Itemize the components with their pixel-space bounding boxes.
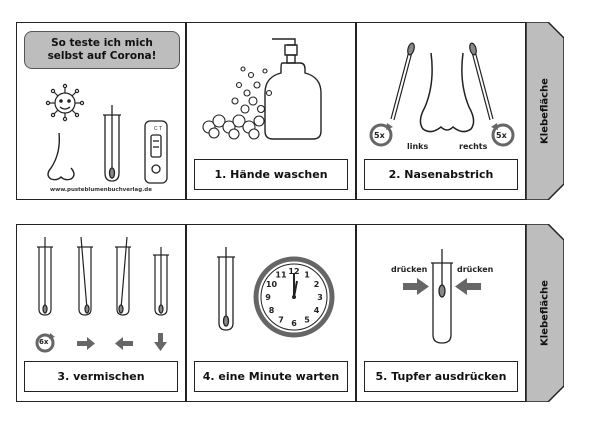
tube-2-icon [77,236,93,316]
test-tube-icon [103,105,121,182]
glue-tab: Klebefläche [526,22,564,200]
panel-mix: 6x 3. vermischen [16,224,186,402]
mix-count: 6x [39,338,49,346]
clock-numeral: 11 [275,270,287,279]
repeat-right-icon [491,123,515,147]
title-box: So teste ich mich selbst auf Corona! [24,31,180,69]
mix-illustration [35,236,169,353]
panel-title: So teste ich mich selbst auf Corona! [16,22,186,200]
website-text: www.pusteblumenbuchverlag.de [50,187,152,193]
clock-numeral: 9 [265,293,271,302]
glue-tab-shape [526,224,564,402]
title-line-1: So teste ich mich [51,37,153,49]
virus-icon [45,83,85,122]
glue-tab: Klebefläche [526,224,564,402]
clock-numeral: 6 [291,319,297,328]
clock-numeral: 10 [266,280,278,289]
glue-tab-label: Klebefläche [539,280,551,346]
bubbles-icon [202,66,273,140]
title-illustration: C T [45,83,168,184]
squeeze-tube-icon [431,249,453,344]
clock-numeral: 4 [314,306,320,315]
title-line-2: selbst auf Corona! [47,50,157,62]
side-label-right: rechts [459,142,488,151]
rotate-icon [35,333,55,353]
press-arrow-left-icon [403,278,429,295]
nose-icon [419,52,475,133]
arrow-down-icon [154,333,167,351]
squeeze-illustration [403,249,481,344]
arrow-left-icon [115,337,133,350]
clock-numeral: 3 [317,293,323,302]
repeat-count-right: 5x [496,131,507,140]
press-label-right: drücken [457,265,494,274]
glue-tab-shape [526,22,564,200]
tube-3-icon [115,236,131,316]
nose-swab-illustration [369,42,515,147]
swab-left-icon [390,42,415,121]
clock-numeral: 1 [304,270,310,279]
arrow-right-icon [77,337,95,350]
nose-icon [47,132,75,181]
clock-numeral: 5 [304,316,310,325]
step-1-label: 1. Hände waschen [194,159,348,190]
step-2-label: 2. Nasenabstrich [364,159,518,190]
tube-1-icon [37,237,53,316]
side-label-left: links [407,142,429,151]
swab-right-icon [469,42,494,121]
soap-illustration [202,38,322,140]
panel-squeeze: drücken drücken 5. Tupfer ausdrücken [356,224,526,402]
soap-dispenser-icon [264,38,322,140]
tube-icon [217,247,235,331]
repeat-left-icon [369,123,393,147]
clock-numeral: 8 [269,306,275,315]
step-5-label: 5. Tupfer ausdrücken [364,361,518,392]
tube-4-icon [153,247,169,316]
press-label-left: drücken [391,265,428,274]
press-arrow-right-icon [455,278,481,295]
test-cassette-icon: C T [144,120,168,184]
panel-nose-swab: 5x 5x links rechts 2. Nasenabstrich [356,22,526,200]
step-4-label: 4. eine Minute warten [194,361,348,392]
glue-tab-label: Klebefläche [539,78,551,144]
clock-numeral: 2 [314,280,320,289]
clock-numeral: 7 [278,316,284,325]
step-3-label: 3. vermischen [24,361,178,392]
panel-wash-hands: 1. Hände waschen [186,22,356,200]
svg-text:C T: C T [154,126,162,132]
repeat-count-left: 5x [374,131,385,140]
clock-numeral: 12 [288,267,299,276]
